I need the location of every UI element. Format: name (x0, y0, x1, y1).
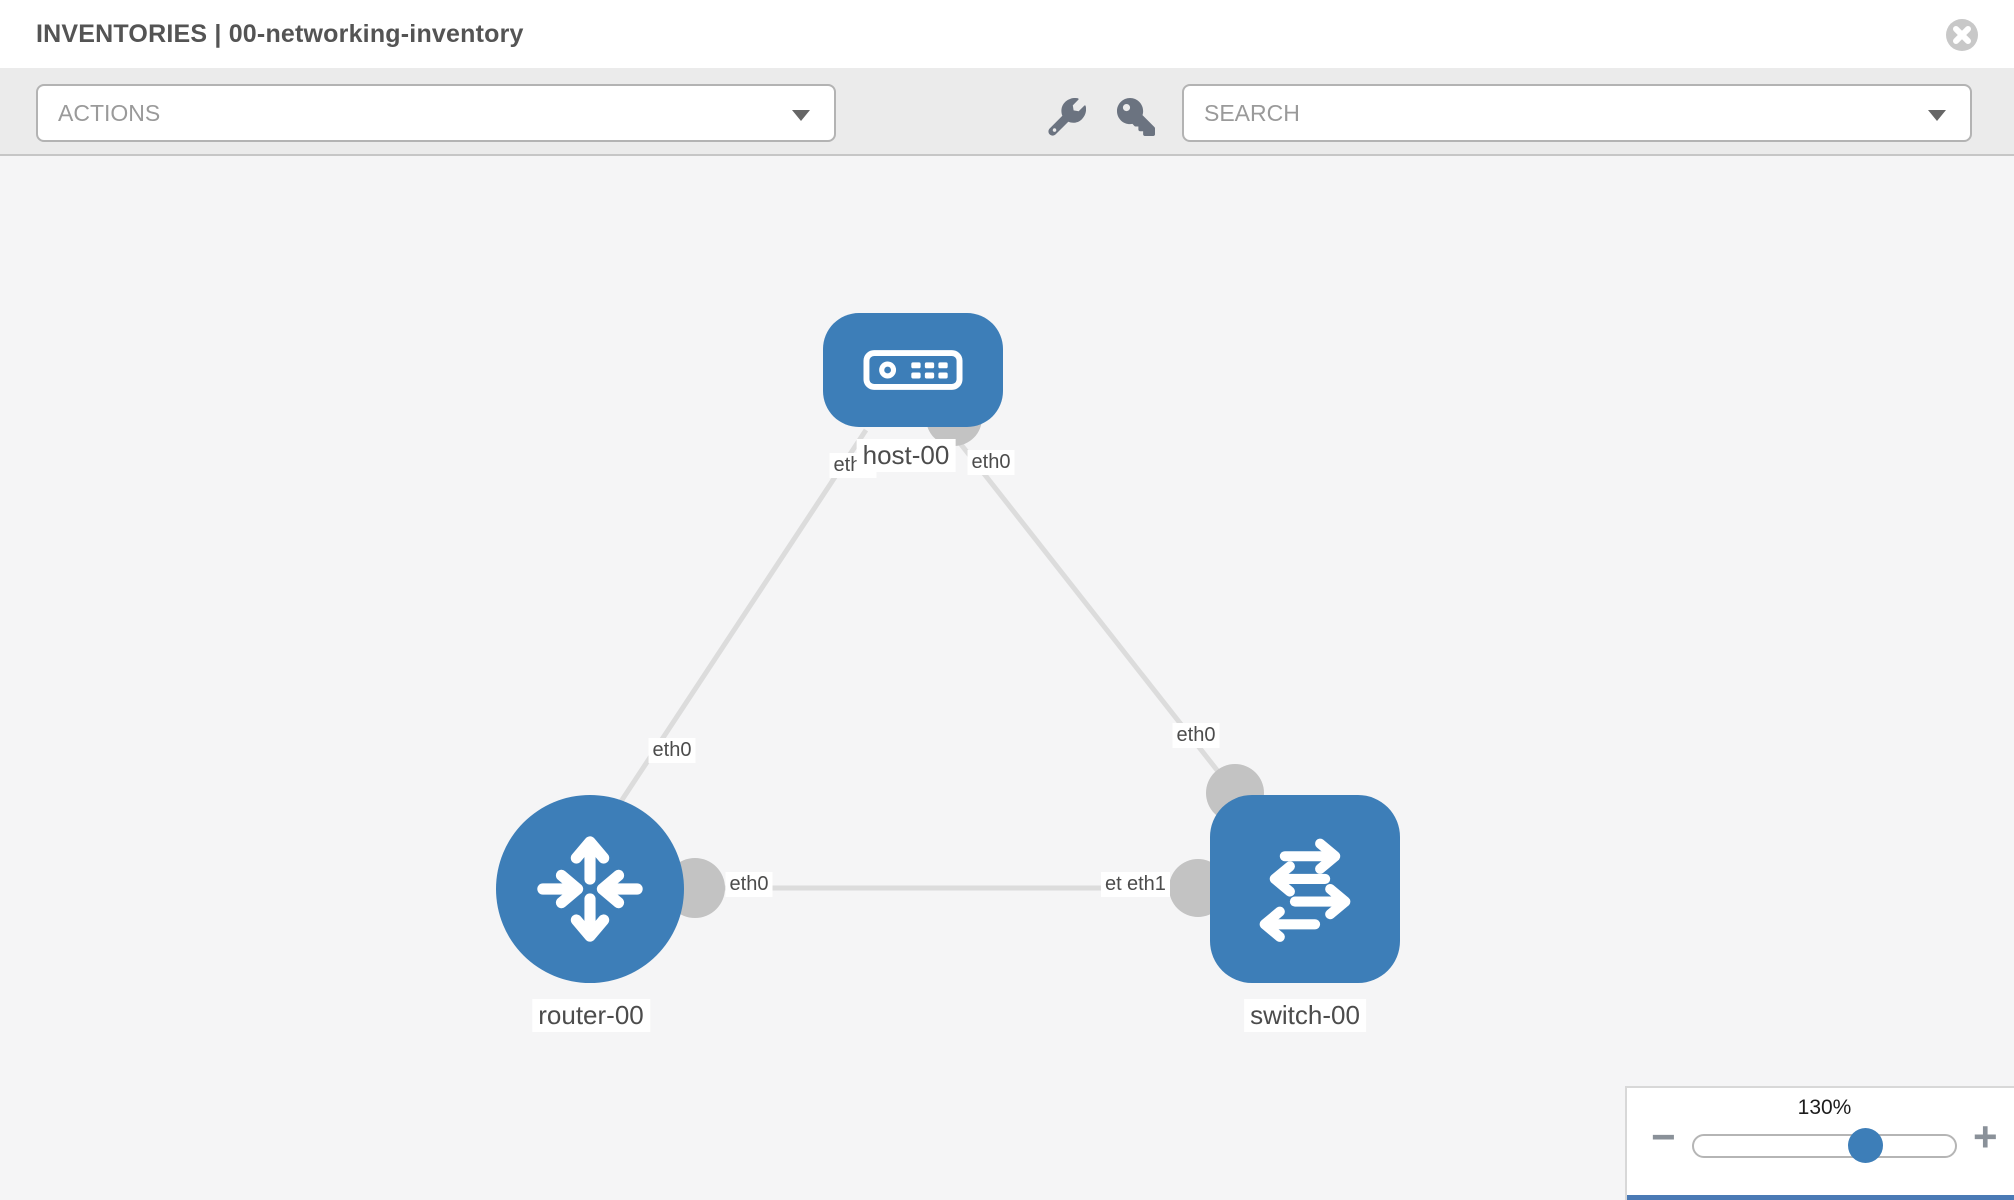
node-switch-00[interactable] (1210, 795, 1400, 983)
page-title: INVENTORIES | 00-networking-inventory (36, 20, 524, 48)
interface-label-eth1: eth1 (1123, 872, 1170, 897)
zoom-in-button[interactable]: + (1973, 1113, 1998, 1160)
actions-dropdown[interactable]: ACTIONS (36, 84, 836, 142)
interface-label-eth0: eth0 (648, 738, 696, 763)
key-icon[interactable] (1117, 98, 1155, 136)
node-label-router: router-00 (532, 999, 650, 1032)
router-icon (537, 836, 643, 942)
toolbar: ACTIONS SEARCH (0, 68, 2014, 156)
node-host-00[interactable] (823, 313, 1003, 427)
close-icon[interactable] (1946, 19, 1978, 51)
chevron-down-icon (1928, 110, 1946, 121)
header: INVENTORIES | 00-networking-inventory (0, 0, 2014, 68)
node-label-host: host-00 (856, 439, 956, 472)
node-label-switch: switch-00 (1244, 999, 1366, 1032)
zoom-out-button[interactable]: − (1651, 1113, 1676, 1160)
zoom-control-panel: 130% − + (1625, 1086, 2014, 1200)
topology-links-layer (615, 390, 1264, 918)
zoom-level-value: 130% (1797, 1096, 1852, 1119)
host-icon (863, 350, 963, 390)
actions-dropdown-label: ACTIONS (58, 100, 161, 126)
zoom-panel-accent-bar (1627, 1195, 2014, 1200)
chevron-down-icon (792, 110, 810, 121)
interface-label-eth0: eth0 (967, 450, 1015, 475)
switch-icon (1259, 838, 1351, 942)
search-dropdown[interactable]: SEARCH (1182, 84, 1972, 142)
interface-label-overlap-group: eth0 eth1 (1101, 872, 1171, 900)
interface-label-eth0: eth0 (725, 872, 773, 897)
search-dropdown-label: SEARCH (1204, 100, 1300, 126)
zoom-slider-handle[interactable] (1848, 1128, 1883, 1163)
zoom-slider-track[interactable] (1692, 1134, 1957, 1158)
topology-canvas[interactable]: host-00 router-00 switch-00 eth0 eth0 et… (0, 156, 2014, 1200)
interface-label-eth0: eth0 (1172, 723, 1220, 748)
node-router-00[interactable] (496, 795, 684, 983)
wrench-icon[interactable] (1048, 97, 1087, 136)
